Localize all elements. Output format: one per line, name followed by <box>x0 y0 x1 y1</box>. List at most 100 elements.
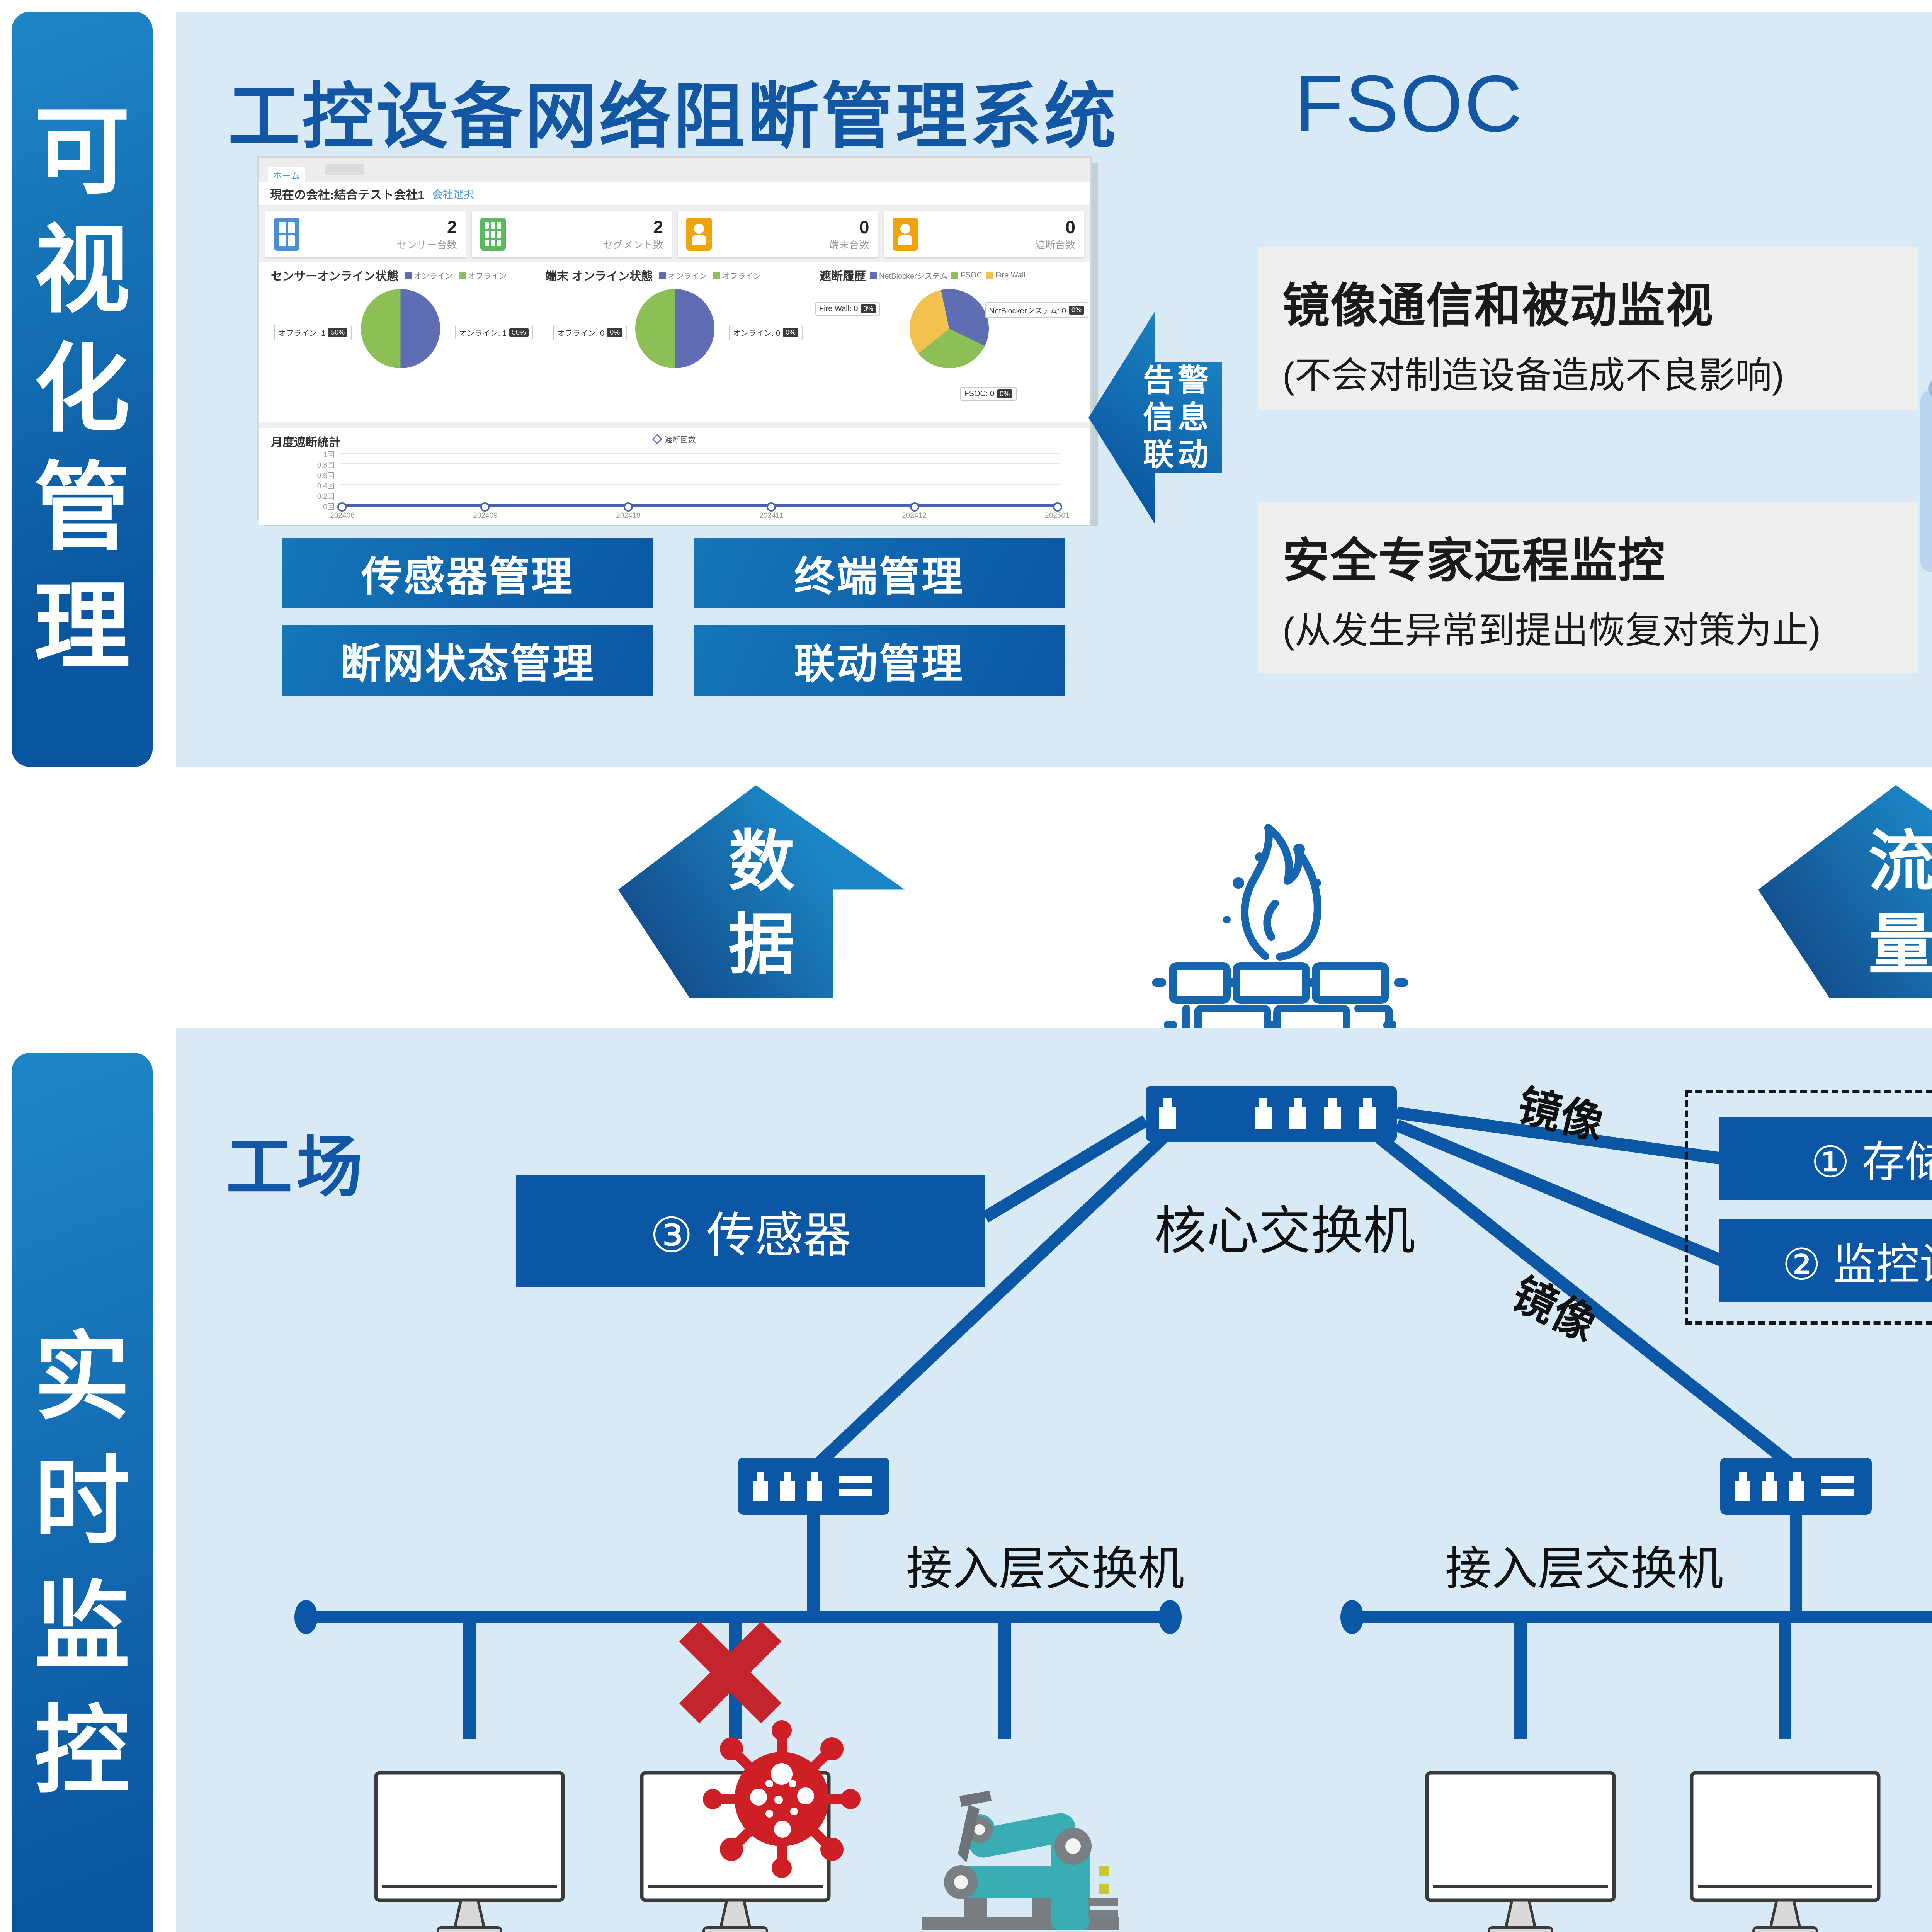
access-switch-right-label: 接入层交换机 <box>1445 1543 1723 1595</box>
tab-home[interactable]: ホーム <box>268 167 305 182</box>
pie2-right-badge: 0% <box>782 328 798 337</box>
virus-icon <box>703 1720 861 1878</box>
line-chart-body: 1回 0.8回 0.6回 0.4回 0.2回 0回 202408 202409 … <box>317 451 1070 520</box>
ids-monitor-box: ② 监控设备(IDS) <box>1719 1219 1932 1302</box>
xtick-202408: 202408 <box>330 512 355 520</box>
diamond-marker-icon <box>652 434 663 444</box>
menu-box[interactable] <box>325 164 364 175</box>
legend-chip-online <box>405 272 412 279</box>
pie-terminal-status: 端末 オンライン状態 オンライン オフライン オフライン: 0 0% <box>537 267 812 422</box>
traffic-up-arrow: 流量 <box>1758 785 1932 998</box>
line-chart-legend: 遮断回数 <box>652 434 696 445</box>
sensor-management-button[interactable]: 传感器管理 <box>282 538 653 608</box>
legend-chip-fsoc <box>951 272 959 279</box>
traffic-arrow-label: 流量 <box>1868 825 1932 982</box>
monthly-block-chart: 月度遮断統計 遮断回数 1回 0.8回 0.6回 0.4回 0.2回 0回 <box>259 428 1090 525</box>
stat-cards-row: 2 センサー台数 2 セグメント数 0 端末台数 <box>259 206 1090 262</box>
data-arrow-label: 数据 <box>728 825 795 982</box>
xtick-202412: 202412 <box>902 512 927 520</box>
expert-monitoring-subtitle: (从发生异常到提出恢复对策为止) <box>1282 610 1821 651</box>
storage-server-box: ① 存储服务器 <box>1719 1117 1932 1200</box>
pie2-left-badge: 0% <box>607 328 623 337</box>
pie3-fsoc-badge: 0% <box>997 389 1013 398</box>
xtick-202501: 202501 <box>1045 512 1070 520</box>
grid-3x3-icon <box>480 218 506 251</box>
pie1-legend-online: オンライン <box>405 270 452 281</box>
stat-card-sensors: 2 センサー台数 <box>265 211 466 257</box>
x-axis-labels: 202408 202409 202410 202411 202412 20250… <box>325 512 1075 520</box>
pie3-firewall-badge: 0% <box>861 304 876 313</box>
stat-card-segments: 2 セグメント数 <box>471 211 672 257</box>
pie1-left-badge: 50% <box>328 328 348 337</box>
expert-monitoring-box: 安全专家远程监控 (从发生异常到提出恢复对策为止) <box>1258 502 1918 673</box>
terminal-monitor <box>1690 1771 1881 1932</box>
legend-chip-firewall <box>986 272 993 279</box>
ytick-0: 0回 <box>323 503 335 511</box>
pie2-right-callout: オンライン: 0 0% <box>728 325 803 340</box>
data-markers <box>337 502 1062 512</box>
terminal-count: 0 <box>859 217 869 237</box>
pie1-left-callout: オフライン: 1 50% <box>274 325 352 340</box>
expert-monitoring-title: 安全专家远程监控 <box>1282 534 1666 587</box>
mirror-monitoring-box: 镜像通信和被动监视 (不会对制造设备造成不良影响) <box>1258 247 1918 410</box>
core-switch-label: 核心交换机 <box>1154 1202 1415 1260</box>
company-bar: 現在の会社:結合テスト会社1 会社選択 <box>259 182 1090 206</box>
page-title: 工控设备网络阻断管理系统 <box>228 77 1119 157</box>
robot-arm-icon <box>922 1791 1119 1930</box>
browser-chrome: ホーム <box>259 158 1090 182</box>
company-select-link[interactable]: 会社選択 <box>432 189 474 201</box>
core-switch-icon <box>1146 1086 1397 1142</box>
pie3-legend-netblocker: NetBlockerシステム <box>870 270 947 281</box>
linkage-management-button[interactable]: 联动管理 <box>694 625 1065 696</box>
current-company-label: 現在の会社:結合テスト会社1 <box>270 188 425 202</box>
ytick-02: 0.2回 <box>317 493 335 501</box>
xtick-202409: 202409 <box>473 512 498 520</box>
segment-count-label: セグメント数 <box>602 239 663 251</box>
data-up-arrow: 数据 <box>618 785 905 998</box>
factory-label: 工场 <box>226 1130 367 1204</box>
legend-chip-offline <box>459 272 466 279</box>
pie1-right-badge: 50% <box>509 328 529 337</box>
soc-analysts-illustration <box>1920 381 1932 572</box>
pie1-legend-offline: オフライン <box>459 270 507 281</box>
terminal-monitor <box>1425 1771 1616 1932</box>
tab-home-label: ホーム <box>272 170 300 181</box>
pie3-legend-firewall: Fire Wall <box>986 271 1026 280</box>
pie-block-history: 遮断履歴 NetBlockerシステム FSOC Fire Wall <box>812 267 1088 422</box>
sidebar-visual-management: 可视化管理 <box>12 12 153 767</box>
pie3-legend-fsoc: FSOC <box>951 271 982 280</box>
legend-chip-netblocker <box>870 272 877 279</box>
pie2-legend-online: オンライン <box>659 270 707 281</box>
access-switch-left-icon <box>738 1458 889 1515</box>
offline-status-management-button[interactable]: 断网状态管理 <box>282 625 653 696</box>
pie2-chart <box>635 289 714 368</box>
sensor-count: 2 <box>447 217 457 237</box>
legend-chip-online <box>659 272 666 279</box>
legend-chip-offline <box>713 272 720 279</box>
firewall-icon <box>1152 824 1408 1028</box>
pie2-legend-offline: オフライン <box>713 270 761 281</box>
ytick-08: 0.8回 <box>317 461 335 469</box>
person-icon <box>686 218 712 251</box>
sidebar-realtime-monitoring: 实时监控 <box>12 1053 153 1932</box>
segment-count: 2 <box>653 217 663 237</box>
xtick-202411: 202411 <box>759 512 783 520</box>
realtime-monitoring-label: 实时监控 <box>34 1323 130 1804</box>
mirror-monitoring-subtitle: (不会对制造设备造成不良影响) <box>1282 355 1784 396</box>
alert-linkage-text: 告警 信息 联动 <box>1143 363 1213 472</box>
access-switch-left-label: 接入层交换机 <box>906 1543 1184 1595</box>
dashboard-window: ホーム 現在の会社:結合テスト会社1 会社選択 2 センサー台数 <box>257 156 1092 525</box>
pie3-firewall-callout: Fire Wall: 0 0% <box>815 302 881 316</box>
terminal-management-button[interactable]: 终端管理 <box>694 538 1065 608</box>
ytick-06: 0.6回 <box>317 472 335 480</box>
pie-sensor-status: センサーオンライン状態 オンライン オフライン オフライン: 1 50% <box>263 267 537 422</box>
pie1-right-callout: オンライン: 1 50% <box>455 325 533 340</box>
pie2-title: 端末 オンライン状態 <box>545 270 653 283</box>
pie-charts-row: センサーオンライン状態 オンライン オフライン オフライン: 1 50% <box>259 262 1090 422</box>
blocked-count-label: 遮断台数 <box>1035 239 1075 251</box>
visual-management-label: 可视化管理 <box>34 97 130 680</box>
zero-data-line <box>340 504 1059 507</box>
sensor-count-label: センサー台数 <box>396 239 457 251</box>
line-chart-title: 月度遮断統計 <box>271 436 340 449</box>
